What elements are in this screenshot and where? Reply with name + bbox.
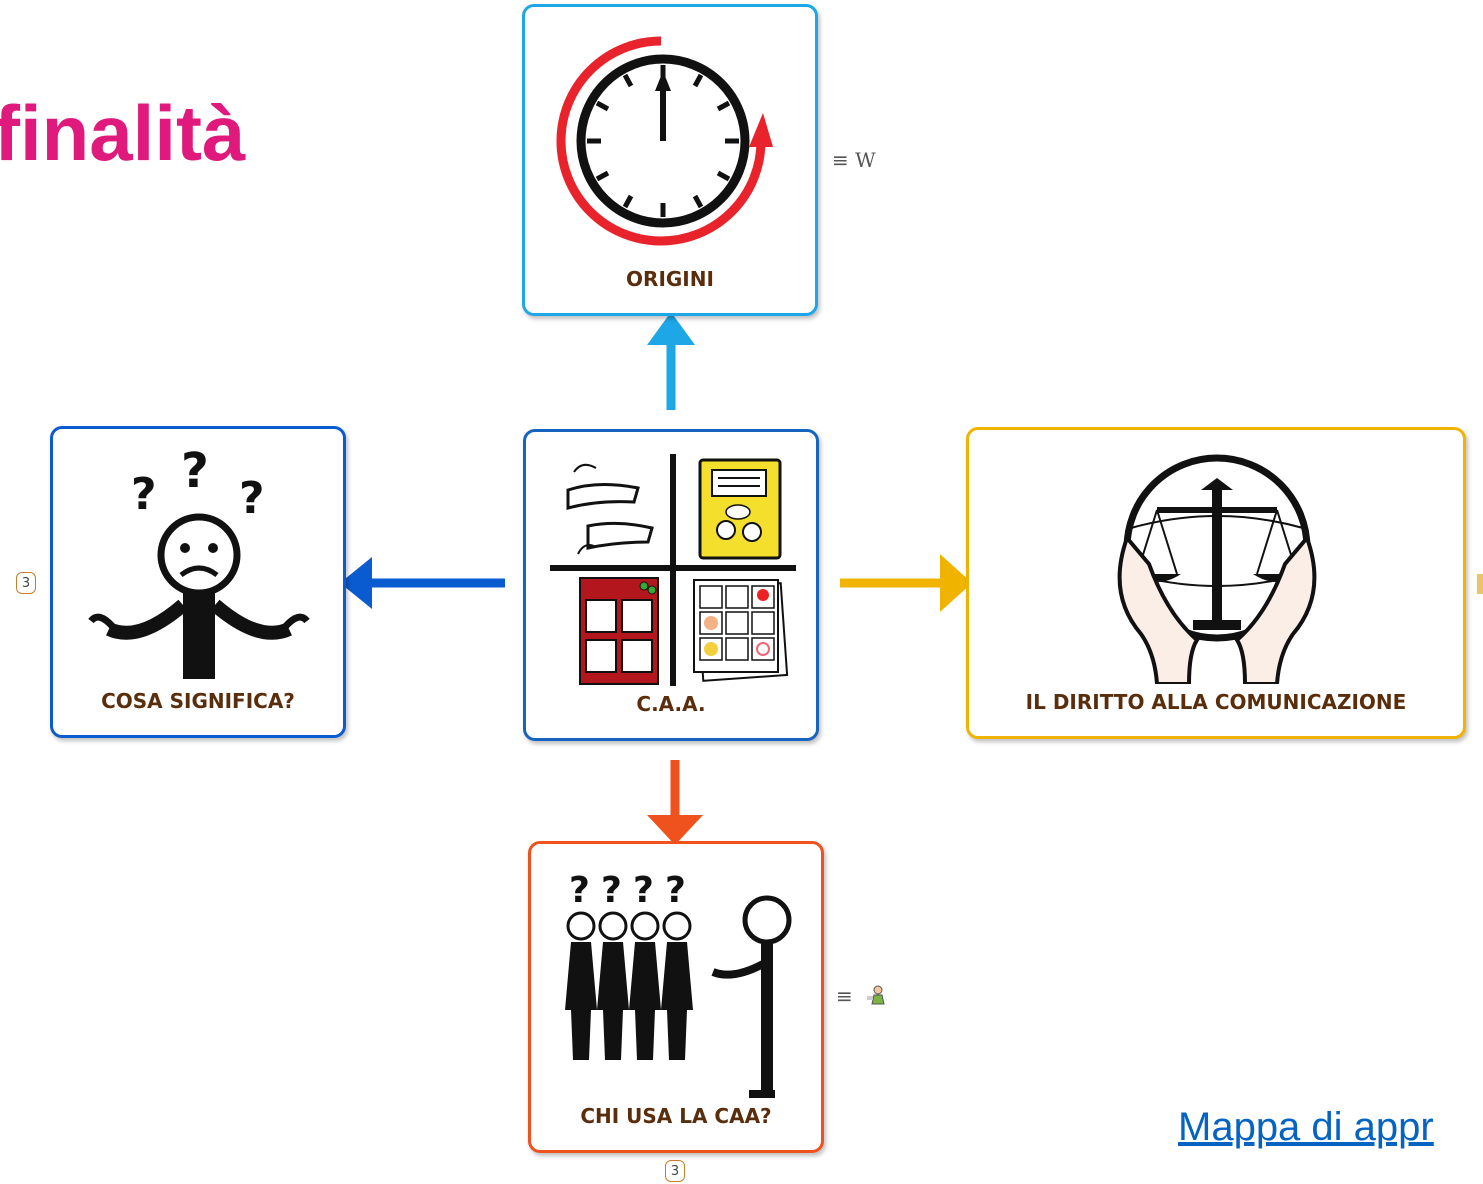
node-origini[interactable]: ORIGINI [522, 4, 818, 316]
node-label-caa: C.A.A. [636, 692, 706, 716]
child-count-badge-left[interactable]: 3 [16, 572, 36, 594]
node-label-cosa-significa: COSA SIGNIFICA? [101, 689, 295, 713]
attachment-icon[interactable] [1477, 574, 1483, 594]
caa-communication-icon [550, 454, 796, 686]
svg-text:?: ? [569, 870, 590, 911]
group-of-people-icon: ???? [565, 870, 792, 1098]
child-count-badge-bottom[interactable]: 3 [665, 1160, 685, 1182]
arrowhead-cosa-significa [340, 557, 372, 609]
clock-icon [556, 36, 773, 246]
justice-scales-icon [1117, 454, 1317, 684]
node-caa[interactable]: C.A.A. [523, 429, 819, 741]
svg-text:?: ? [239, 473, 265, 524]
svg-text:?: ? [131, 469, 157, 520]
node-chi-usa[interactable]: ???? CHI USA LA CAA? [528, 841, 824, 1153]
notes-icon[interactable]: ≡ [836, 984, 853, 1008]
arrowhead-chi-usa [647, 815, 703, 845]
confused-person-icon: ? ? ? [88, 443, 310, 679]
node-label-chi-usa: CHI USA LA CAA? [580, 1104, 772, 1128]
page-title: finalità [0, 89, 246, 177]
svg-text:?: ? [601, 870, 622, 911]
svg-text:?: ? [181, 443, 209, 499]
arrowhead-origini [647, 312, 695, 345]
teacher-thumbnail-icon[interactable] [866, 984, 888, 1006]
concept-map-link[interactable]: Mappa di appr [1178, 1105, 1434, 1149]
node-label-origini: ORIGINI [626, 267, 714, 291]
svg-text:?: ? [665, 870, 686, 911]
node-diritto-comunicazione[interactable]: IL DIRITTO ALLA COMUNICAZIONE [966, 427, 1466, 739]
arrowhead-diritto [940, 554, 972, 612]
notes-wiki-icon[interactable]: ≡ W [832, 148, 876, 172]
node-cosa-significa[interactable]: ? ? ? COSA SIGNIFICA? [50, 426, 346, 738]
svg-text:?: ? [633, 870, 654, 911]
node-label-diritto: IL DIRITTO ALLA COMUNICAZIONE [1025, 690, 1407, 714]
